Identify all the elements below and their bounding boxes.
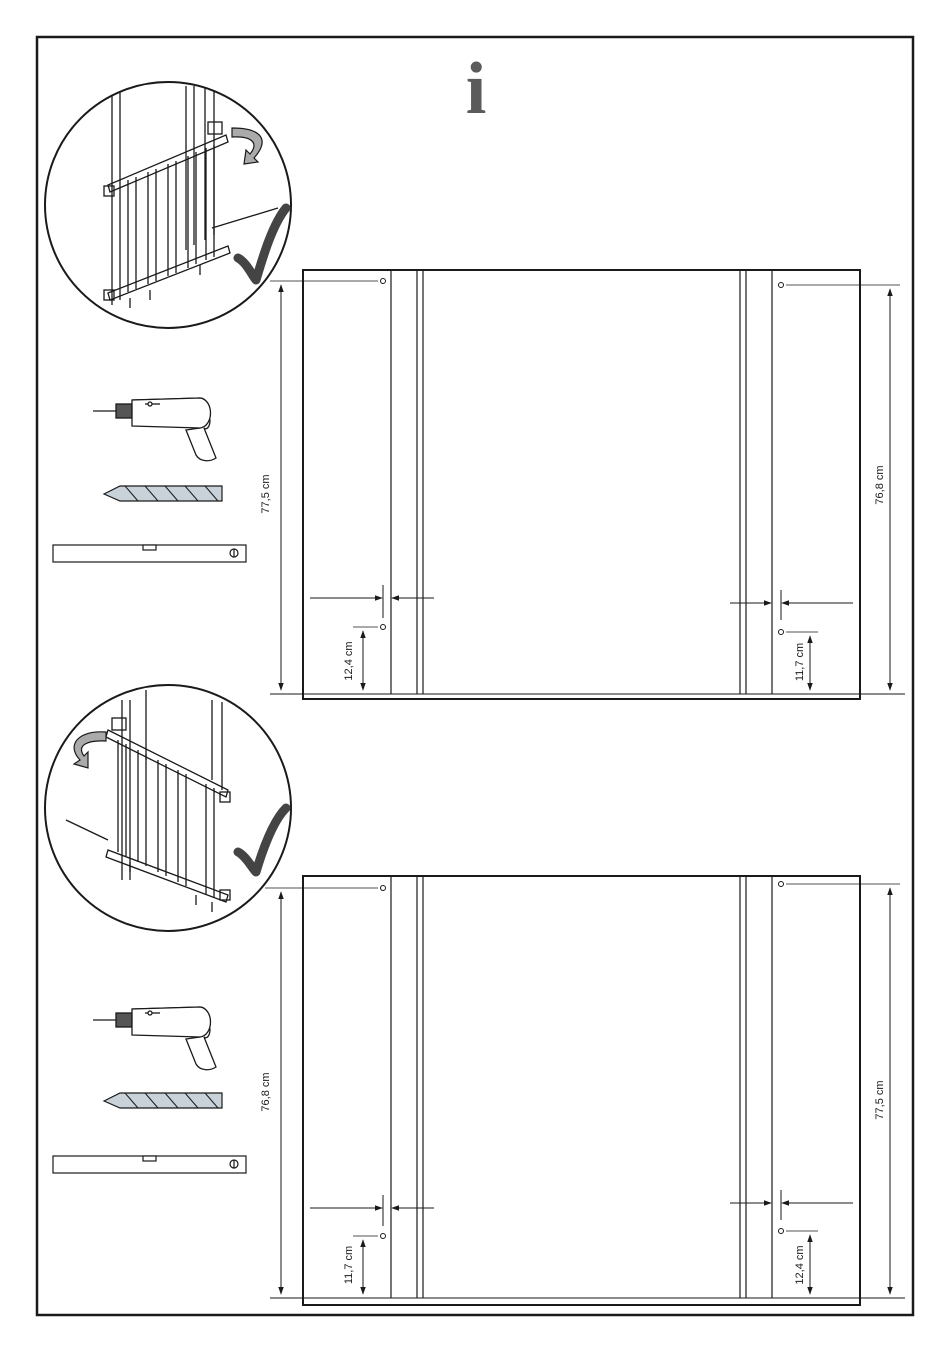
spirit-level-icon	[53, 1156, 246, 1173]
dimension-right-bottom: 12,4 cm	[794, 1245, 806, 1284]
dimension-right-height: 77,5 cm	[874, 1080, 886, 1119]
panel-1: 77,5 cm 12,4 cm 76,8 cm 11,7 cm	[45, 82, 905, 699]
gate-view-circle	[45, 685, 291, 931]
dimension-left-bottom: 11,7 cm	[343, 1246, 355, 1284]
drill-icon	[93, 1007, 216, 1070]
drill-hole-bottom-left	[381, 625, 386, 630]
drill-hole-top-left	[381, 886, 386, 891]
door-frame-2	[265, 876, 905, 1305]
drill-hole-bottom-left	[381, 1234, 386, 1239]
drill-bit-icon	[104, 1093, 222, 1108]
drill-hole-top-right	[779, 882, 784, 887]
drill-hole-bottom-right	[779, 1229, 784, 1234]
door-frame-1	[270, 270, 905, 699]
spirit-level-icon	[53, 545, 246, 562]
dimension-left-height: 76,8 cm	[260, 1072, 272, 1111]
drill-bit-icon	[104, 486, 222, 501]
dimension-right-height: 76,8 cm	[874, 465, 886, 504]
gate-view-circle	[45, 82, 291, 328]
drill-hole-top-left	[381, 279, 386, 284]
dimension-left-bottom: 12,4 cm	[343, 641, 355, 680]
dimension-right-bottom: 11,7 cm	[794, 643, 806, 681]
drill-icon	[93, 398, 216, 461]
info-symbol: i	[466, 48, 487, 130]
drill-hole-bottom-right	[779, 630, 784, 635]
drill-hole-top-right	[779, 283, 784, 288]
dimension-left-height: 77,5 cm	[260, 474, 272, 513]
panel-2: 76,8 cm 11,7 cm 77,5 cm 12,4 cm	[45, 685, 905, 1305]
